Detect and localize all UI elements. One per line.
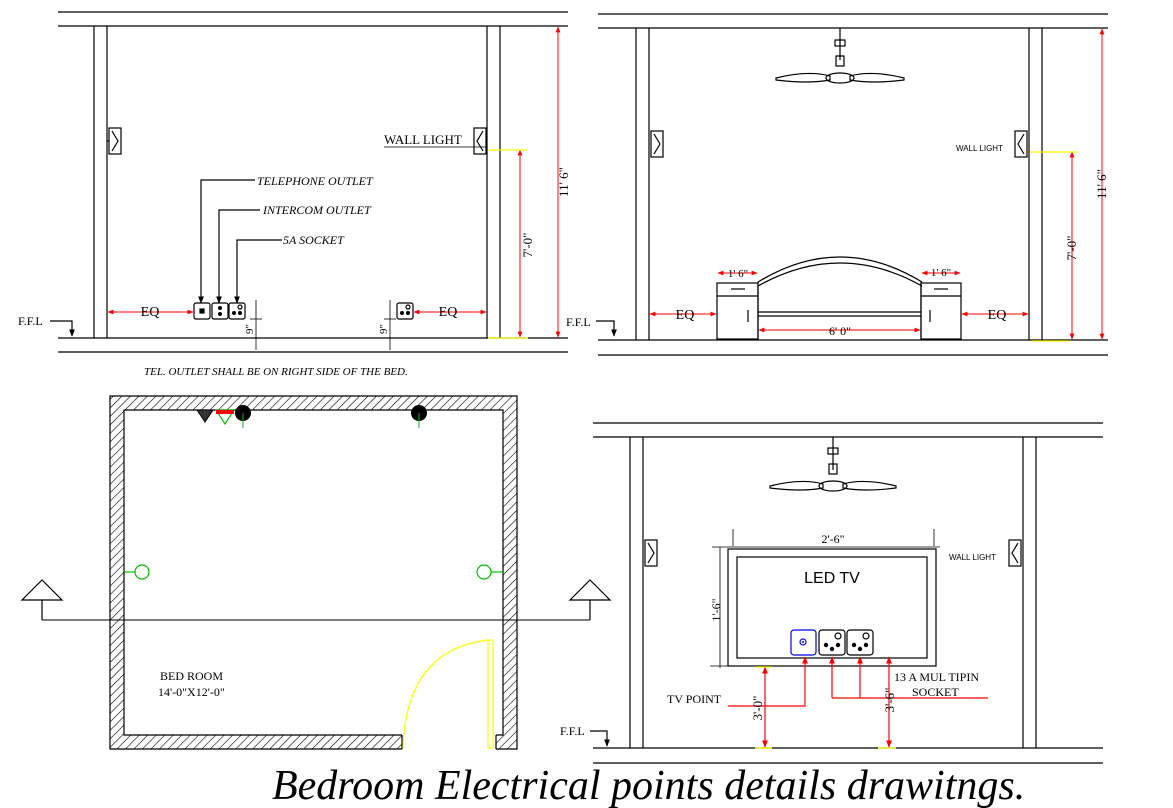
elevation-1-extensions [488, 149, 528, 339]
room-name-label: BED ROOM [160, 669, 223, 683]
wall-light-label: WALL LIGHT [949, 553, 996, 562]
wall-light-icon [644, 539, 658, 567]
section-marker-right [568, 579, 612, 620]
telephone-outlet-icon [193, 302, 211, 320]
socket-symbol-icon [235, 405, 251, 428]
elevation-2-extensions [1030, 151, 1078, 342]
socket-label-line1: 13 A MUL TIPIN [894, 670, 979, 684]
height-light-label: 7'-0" [520, 233, 535, 258]
drawing-title: Bedroom Electrical points details drawit… [272, 763, 1025, 808]
height-total-label: 11' 6" [1094, 169, 1109, 199]
elevation-1-dimensions [107, 26, 561, 338]
wall-light-symbol-icon [124, 564, 150, 580]
wall-light-label: WALL LIGHT [384, 132, 462, 147]
socket-5a-icon [228, 302, 246, 320]
ffl-label: F.F.L [18, 314, 43, 328]
side-table-right-dim: 1' 6" [931, 267, 951, 279]
socket-5a-label: 5A SOCKET [283, 233, 345, 247]
wall-light-icon [473, 127, 487, 155]
elevation-2 [596, 13, 1108, 356]
tv-height-dim: 1'-6" [709, 598, 723, 621]
ffl-label: F.F.L [560, 724, 585, 738]
ffl-label: F.F.L [566, 315, 591, 329]
ceiling-fan-icon [775, 28, 905, 84]
wall-light-icon [107, 127, 122, 155]
tv-point-label: TV POINT [667, 692, 722, 706]
telephone-outlet-label: TELEPHONE OUTLET [257, 174, 374, 188]
wall-light-icon [1014, 130, 1028, 158]
elevation-2-dimensions [649, 28, 1105, 340]
socket-height-left-label: 9" [244, 324, 256, 334]
room-size-label: 14'-0"X12'-0" [158, 685, 225, 699]
section-marker-left [20, 579, 64, 620]
telephone-symbol-icon [196, 409, 214, 423]
eq-right-label: EQ [988, 308, 1007, 323]
floor-plan [20, 395, 612, 750]
elevation-3 [590, 422, 1103, 764]
tv-point-height-dim: 3'-0" [750, 696, 765, 721]
bed-width-dim: 6' 0" [829, 324, 851, 338]
wall-light-icon [1008, 539, 1022, 567]
socket-symbol-icon [411, 405, 427, 428]
tel-outlet-note: TEL. OUTLET SHALL BE ON RIGHT SIDE OF TH… [144, 366, 408, 378]
elevation-3-extensions [755, 666, 896, 749]
side-table-left [716, 282, 759, 340]
wall-light-symbol-icon [476, 564, 503, 580]
eq-left-label: EQ [676, 308, 695, 323]
elevation-1 [50, 11, 568, 353]
socket-height-right-label: 9" [378, 324, 390, 334]
elevation-3-leaders [728, 656, 988, 748]
wall-light-label: WALL LIGHT [956, 144, 1003, 153]
intercom-symbol-icon [214, 409, 236, 426]
socket-5a-icon [396, 302, 414, 320]
tv-width-dim: 2'-6" [821, 532, 844, 546]
ceiling-fan-icon [769, 437, 897, 492]
side-table-left-dim: 1' 6" [728, 268, 748, 280]
socket-height-dim: 3'-6" [882, 688, 897, 713]
eq-left-label: EQ [141, 305, 160, 320]
intercom-outlet-icon [211, 302, 229, 320]
height-light-label: 7'-0" [1064, 236, 1079, 261]
socket-label-line2: SOCKET [912, 685, 959, 699]
tv-point-icon [790, 629, 817, 656]
side-table-right [920, 282, 962, 340]
tv-label: LED TV [804, 570, 860, 587]
door-icon [402, 639, 494, 749]
wall-light-icon [650, 130, 664, 158]
height-total-label: 11' 6" [556, 167, 571, 197]
multipin-socket-icon [846, 629, 874, 656]
eq-right-label: EQ [439, 305, 458, 320]
intercom-outlet-label: INTERCOM OUTLET [262, 203, 372, 217]
multipin-socket-icon [818, 629, 846, 656]
